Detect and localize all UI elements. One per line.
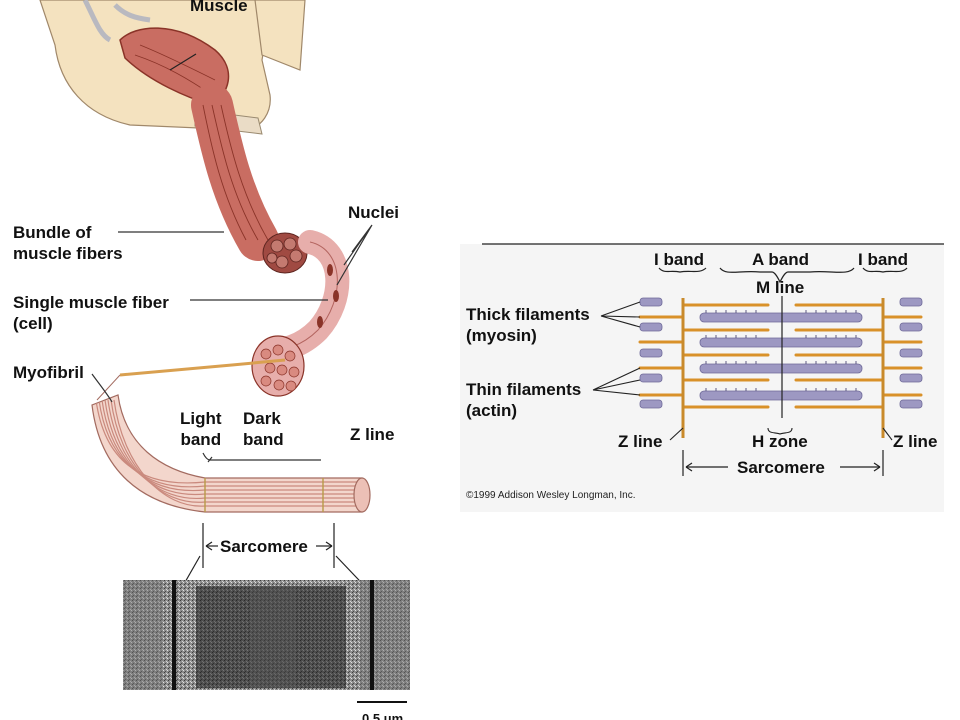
label-myofibril: Myofibril (13, 363, 84, 382)
sarcomere-diagram (460, 243, 944, 512)
label-m-line: M line (756, 278, 805, 297)
label-dark-band: Dark band (243, 409, 284, 449)
thin-filaments (638, 303, 923, 409)
label-muscle: Muscle (190, 0, 248, 15)
label-z-line-left-panel: Z line (350, 425, 395, 444)
label-i-band-right: I band (858, 250, 909, 269)
fascicle-bundle (262, 232, 308, 274)
label-single-muscle-fiber: Single muscle fiber (cell) (13, 293, 169, 333)
right-sarcomere-bracket (682, 450, 884, 476)
label-scale-bar: 0.5 μm (362, 711, 404, 720)
label-nuclei: Nuclei (348, 203, 400, 222)
label-sarcomere-right-panel: Sarcomere (737, 458, 825, 477)
label-z-line-right-panel-right: Z line (893, 432, 938, 451)
label-thin-filaments: Thin filaments (actin) (466, 380, 582, 420)
left-leader-lines (91, 224, 373, 463)
right-leader-lines (592, 301, 893, 441)
thick-filaments (639, 297, 923, 409)
myofibril-tube (91, 358, 371, 513)
label-thick-filaments: Thick filaments (myosin) (466, 305, 590, 345)
electron-micrograph (123, 580, 410, 703)
label-sarcomere-left-panel: Sarcomere (220, 537, 308, 556)
z-lines (681, 298, 885, 438)
label-i-band-left: I band (654, 250, 705, 269)
copyright-notice: ©1999 Addison Wesley Longman, Inc. (466, 490, 636, 501)
muscle-shape (119, 27, 279, 261)
label-a-band: A band (752, 250, 809, 269)
label-bundle-of-muscle-fibers: Bundle of muscle fibers (13, 223, 123, 263)
label-light-band: Light band (180, 409, 222, 449)
label-z-line-right-panel-left: Z line (618, 432, 663, 451)
single-fiber (251, 230, 350, 397)
label-h-zone: H zone (752, 432, 808, 451)
